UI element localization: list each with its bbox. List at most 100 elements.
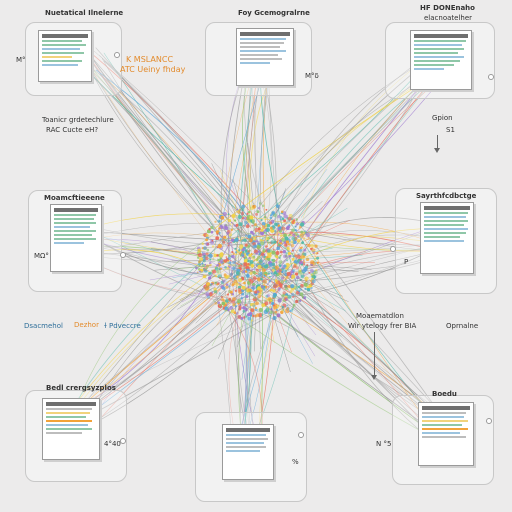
cluster-dot xyxy=(247,259,250,263)
cluster-dot xyxy=(258,307,263,313)
cluster-dot xyxy=(245,234,248,237)
cluster-dot xyxy=(219,259,224,264)
cluster-dot xyxy=(295,261,299,265)
cluster-ray xyxy=(296,292,337,324)
top-right-subtitle: elacnoatelher xyxy=(424,14,473,22)
cluster-dot xyxy=(315,268,318,272)
bottom-right-side-label: N °5 xyxy=(376,440,392,448)
cluster-dot xyxy=(252,276,257,280)
cluster-dot xyxy=(298,261,303,265)
cluster-dot xyxy=(310,247,313,251)
cluster-dot xyxy=(257,286,262,291)
mid-left-title: Moamcftieeene xyxy=(44,194,105,202)
cluster-dot xyxy=(250,308,255,312)
cluster-dot xyxy=(250,264,255,268)
cluster-dot xyxy=(300,284,304,288)
cluster-dot xyxy=(257,255,261,260)
cluster-dot xyxy=(314,244,318,248)
cluster-dot xyxy=(279,218,282,221)
cluster-dot xyxy=(222,240,226,244)
cluster-dot xyxy=(286,259,289,262)
connection-line xyxy=(80,239,231,276)
cluster-ray xyxy=(168,273,211,285)
cluster-dot xyxy=(291,252,294,255)
cluster-dot xyxy=(243,238,247,242)
cluster-dot xyxy=(206,248,210,252)
cluster-dot xyxy=(234,279,238,284)
cluster-dot xyxy=(267,285,270,288)
cluster-dot xyxy=(268,305,272,309)
connection-line xyxy=(241,255,443,428)
cluster-dot xyxy=(228,233,232,237)
cluster-dot xyxy=(225,256,228,258)
connection-line xyxy=(67,234,214,427)
cluster-ray xyxy=(247,143,254,208)
cluster-dot xyxy=(268,296,272,301)
connection-line xyxy=(79,46,230,245)
cluster-ray xyxy=(270,303,291,373)
cluster-dot xyxy=(208,262,212,265)
cluster-dot xyxy=(216,232,219,236)
top-left-title: Nuetatical Ilnelerne xyxy=(45,9,124,17)
cluster-dot xyxy=(296,235,300,238)
cluster-dot xyxy=(249,238,253,243)
cluster-dot xyxy=(260,285,264,289)
cluster-dot xyxy=(263,264,269,269)
cluster-dot xyxy=(252,270,256,275)
cluster-dot xyxy=(255,212,258,216)
cluster-dot xyxy=(297,299,300,301)
cluster-dot xyxy=(274,279,278,283)
cluster-dot xyxy=(272,248,275,251)
cluster-dot xyxy=(201,251,204,254)
connection-line xyxy=(249,261,268,447)
cluster-dot xyxy=(240,307,243,310)
cluster-dot xyxy=(247,220,251,223)
cluster-dot xyxy=(287,294,292,299)
cluster-dot xyxy=(238,222,243,227)
cluster-dot xyxy=(271,210,275,215)
cluster-ray xyxy=(297,284,347,312)
cluster-dot xyxy=(260,278,263,281)
cluster-dot xyxy=(262,248,267,253)
cluster-ray xyxy=(304,264,372,270)
cluster-ray xyxy=(293,293,342,337)
connection-line xyxy=(296,246,437,278)
cluster-dot xyxy=(258,259,263,264)
cluster-dot xyxy=(250,230,254,234)
cluster-ray xyxy=(182,170,224,221)
cluster-dot xyxy=(249,215,254,220)
cluster-dot xyxy=(257,240,259,243)
cluster-dot xyxy=(254,307,258,310)
cluster-dot xyxy=(197,252,203,258)
cluster-dot xyxy=(243,258,249,263)
cluster-dot xyxy=(257,250,260,253)
cluster-dot xyxy=(296,254,301,259)
cluster-dot xyxy=(208,272,212,276)
cluster-dot xyxy=(268,301,272,304)
connection-line xyxy=(244,224,269,448)
connection-line xyxy=(289,228,433,265)
cluster-dot xyxy=(211,239,214,242)
cluster-dot xyxy=(269,310,273,315)
cluster-dot xyxy=(256,242,260,245)
connection-line xyxy=(103,52,216,232)
cluster-dot xyxy=(269,289,272,292)
cluster-dot xyxy=(228,285,231,288)
cluster-dot xyxy=(291,221,295,224)
cluster-dot xyxy=(198,262,201,266)
left-mid-label-2: RAC Cucte eH? xyxy=(46,126,99,134)
cluster-dot xyxy=(283,214,288,219)
cluster-dot xyxy=(217,301,221,305)
cluster-dot xyxy=(239,244,244,249)
cluster-dot xyxy=(218,231,221,235)
right-mid-label-2: S1 xyxy=(446,126,455,134)
cluster-dot xyxy=(205,233,209,237)
cluster-ray xyxy=(280,305,299,338)
cluster-dot xyxy=(267,241,271,244)
cluster-dot xyxy=(292,264,297,269)
cluster-dot xyxy=(255,234,258,237)
cluster-dot xyxy=(226,274,230,279)
cluster-dot xyxy=(289,309,292,313)
cluster-dot xyxy=(274,265,280,270)
